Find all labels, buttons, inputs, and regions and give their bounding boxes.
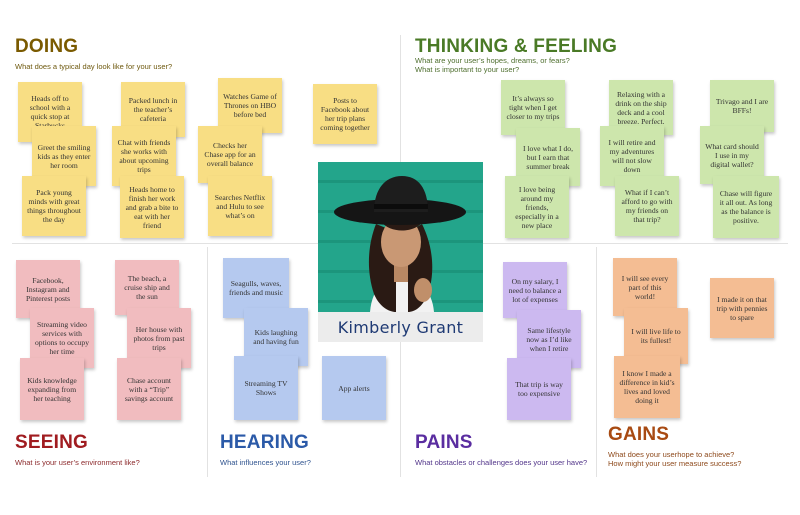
persona-photo [318, 162, 483, 312]
hearing-heading: HEARING [220, 432, 310, 453]
sticky-note: The beach, a cruise ship and the sun [115, 260, 179, 315]
divider-vertical-top [400, 35, 401, 165]
thinking-feeling-subtitle-1: What are your user’s hopes, dreams, or f… [415, 56, 570, 65]
sticky-note: Posts to Facebook about her trip plans c… [313, 84, 377, 144]
sticky-note: I love being around my friends, especial… [505, 176, 569, 238]
sticky-note: It’s always so tight when I get closer t… [501, 80, 565, 135]
hearing-subtitle: What influences your user? [220, 458, 311, 467]
sticky-note: What if I can’t afford to go with my fri… [615, 176, 679, 236]
sticky-note: Heads home to finish her work and grab a… [120, 176, 184, 238]
divider-seeing-hearing [207, 247, 208, 477]
gains-subtitle-2: How might your user measure success? [608, 459, 742, 468]
sticky-note: On my salary, I need to balance a lot of… [503, 262, 567, 318]
sticky-note: App alerts [322, 356, 386, 420]
persona-name: Kimberly Grant [337, 317, 464, 337]
doing-heading: DOING [15, 36, 79, 57]
seeing-subtitle: What is your user’s environment like? [15, 458, 140, 467]
sticky-note: That trip is way too expensive [507, 358, 571, 420]
sticky-note: Searches Netflix and Hulu to see what’s … [208, 176, 272, 236]
divider-vertical-bottom [400, 342, 401, 477]
persona-illustration-icon [318, 162, 483, 312]
divider-horizontal-left [12, 243, 318, 244]
sticky-note: I will see every part of this world! [613, 258, 677, 316]
pains-heading: PAINS [415, 432, 473, 453]
sticky-note: I know I made a difference in kid’s live… [614, 356, 680, 418]
sticky-note: Checks her Chase app for an overall bala… [198, 126, 262, 183]
sticky-note: Streaming TV Shows [234, 356, 298, 420]
doing-subtitle: What does a typical day look like for yo… [15, 62, 173, 71]
persona-name-plate: Kimberly Grant [318, 312, 483, 342]
gains-heading: GAINS [608, 424, 670, 445]
sticky-note: Relaxing with a drink on the ship deck a… [609, 80, 673, 135]
thinking-feeling-subtitle-2: What is important to your user? [415, 65, 520, 74]
divider-horizontal-right [483, 243, 788, 244]
pains-subtitle: What obstacles or challenges does your u… [415, 458, 588, 467]
thinking-feeling-heading: THINKING & FEELING [415, 36, 618, 57]
sticky-note: What card should I use in my digital wal… [700, 126, 764, 184]
sticky-note: I made it on that trip with pennies to s… [710, 278, 774, 338]
sticky-note: Pack young minds with great things throu… [22, 176, 86, 236]
sticky-note: Chase will figure it all out. As long as… [713, 176, 779, 238]
sticky-note: I will live life to its fullest! [624, 308, 688, 364]
sticky-note: Chase account with a “Trip” savings acco… [117, 358, 181, 420]
sticky-note: Kids knowledge expanding from her teachi… [20, 358, 84, 420]
gains-subtitle-1: What does your userhope to achieve? [608, 450, 735, 459]
seeing-heading: SEEING [15, 432, 88, 453]
sticky-note: Trivago and I are BFFs! [710, 80, 774, 132]
divider-pains-gains [596, 247, 597, 477]
sticky-note: Watches Game of Thrones on HBO before be… [218, 78, 282, 133]
